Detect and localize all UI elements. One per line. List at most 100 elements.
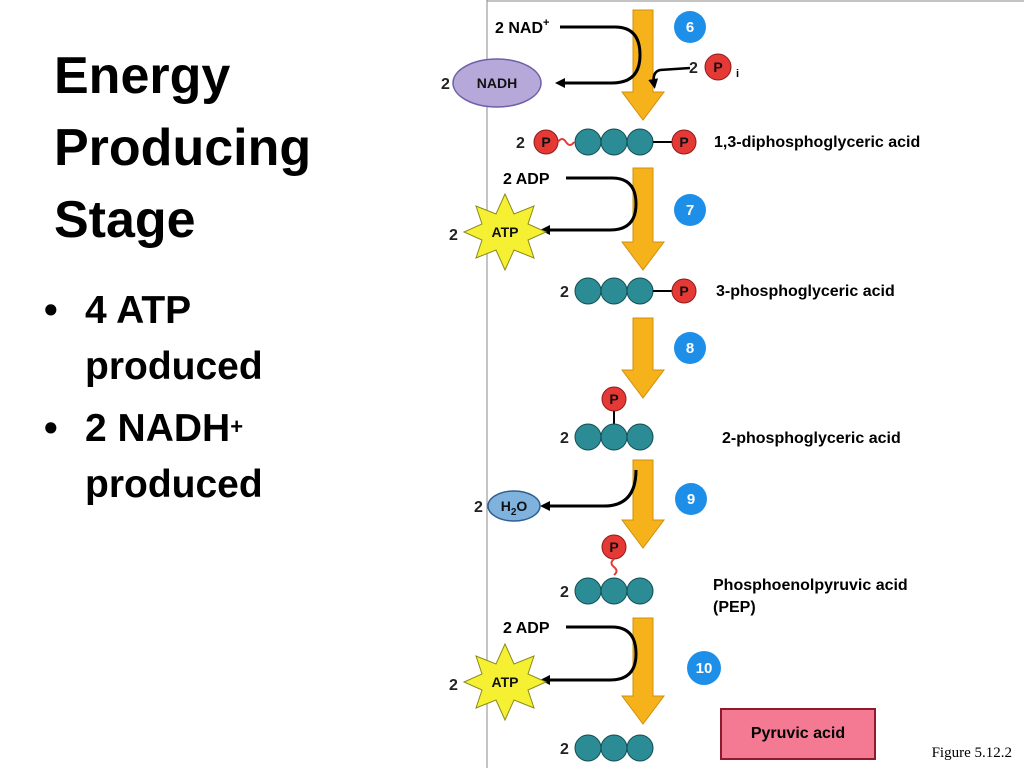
carbon-1 [574, 734, 602, 762]
phosphate-right [671, 129, 697, 155]
phosphate-right [671, 278, 697, 304]
carbon-3 [626, 128, 654, 156]
carbon-2 [600, 423, 628, 451]
carbon-3 [626, 423, 654, 451]
molecule-3-phosphoglyceric: 2 P 3-phosphoglyceric acid [560, 277, 895, 305]
pi-subscript: i [736, 68, 739, 80]
label-2-phosphoglyceric: 2-phosphoglyceric acid [722, 430, 901, 447]
reaction-arrows [621, 9, 665, 725]
step-label-8: 8 [686, 340, 694, 357]
phosphoglyceric2-coeff: 2 [560, 430, 569, 447]
phosphate-bond-wavy [610, 558, 618, 576]
label-3-phosphoglyceric: 3-phosphoglyceric acid [716, 283, 895, 300]
bullet-nadh-sup: + [230, 414, 244, 439]
molecule-diphosphoglyceric: 2 P P 1,3-diphosphoglyceric acid [516, 128, 920, 156]
label-pep-line1: Phosphoenolpyruvic acid [713, 577, 908, 594]
nadh-ellipse [452, 58, 542, 108]
bullet-atp-line2: produced [85, 345, 263, 388]
carbon-2 [600, 277, 628, 305]
label-diphosphoglyceric: 1,3-diphosphoglyceric acid [714, 134, 920, 151]
step-label-10: 10 [696, 660, 713, 677]
reaction-arrow-8 [621, 317, 665, 399]
step-badge-6 [674, 11, 706, 43]
atp-label-7: ATP [492, 224, 519, 240]
carbon-2 [600, 577, 628, 605]
atp-star-10 [462, 642, 548, 722]
phosphoglyceric3-coeff: 2 [560, 284, 569, 301]
phosphate-right-label: P [679, 283, 688, 299]
carbon-1 [574, 423, 602, 451]
atp-star-7 [462, 192, 548, 272]
step10-cofactors: 2 ADP 2 ATP [449, 620, 638, 722]
step9-water: 2 H2O [474, 469, 638, 522]
atp-coeff-7: 2 [449, 227, 458, 244]
adp-to-atp-curve-10 [540, 625, 638, 685]
slide-title: Energy Producing Stage [54, 40, 394, 256]
title-line-2: Producing [54, 119, 312, 177]
step-badges: 6 7 8 9 10 [674, 11, 721, 685]
diphosphoglyceric-coeff: 2 [516, 135, 525, 152]
reaction-arrow-10 [621, 617, 665, 725]
step-badge-7 [674, 194, 706, 226]
nad-to-nadh-curve [555, 25, 642, 88]
molecule-pyruvic: 2 Pyruvic acid [560, 708, 876, 762]
reaction-arrow-9 [621, 459, 665, 549]
carbon-1 [574, 277, 602, 305]
pep-coeff: 2 [560, 584, 569, 601]
molecule-2-phosphoglyceric: P 2 2-phosphoglyceric acid [560, 386, 901, 451]
pyruvic-box [720, 708, 876, 760]
phosphate-bond-wavy [557, 138, 575, 146]
label-pyruvic: Pyruvic acid [751, 725, 845, 742]
bullet-nadh: 2 NADH+ produced [40, 401, 263, 513]
bullet-list: 4 ATP produced 2 NADH+ produced [40, 283, 263, 519]
nadh-coeff: 2 [441, 76, 450, 93]
reaction-arrow-6 [621, 9, 665, 121]
atp-label-10: ATP [492, 674, 519, 690]
title-line-3: Stage [54, 191, 196, 249]
adp-label-10: 2 ADP [503, 620, 550, 637]
phosphate-right-label: P [679, 134, 688, 150]
carbon-2 [600, 734, 628, 762]
water-coeff: 2 [474, 499, 483, 516]
carbon-1 [574, 128, 602, 156]
step7-cofactors: 2 ADP 2 ATP [449, 171, 638, 272]
adp-to-atp-curve-7 [540, 176, 638, 235]
bullet-nadh-line2: produced [85, 463, 263, 506]
step-label-6: 6 [686, 19, 694, 36]
bullet-nadh-line1: 2 NADH+ [85, 407, 244, 450]
water-release-arrow [540, 469, 638, 511]
pi-coeff: 2 [689, 60, 698, 77]
carbon-1 [574, 577, 602, 605]
carbon-3 [626, 734, 654, 762]
step-badge-8 [674, 332, 706, 364]
title-line-1: Energy [54, 47, 231, 105]
carbon-3 [626, 577, 654, 605]
label-pep-line2: (PEP) [713, 599, 756, 616]
step-badge-10 [687, 651, 721, 685]
bullet-atp-line1: 4 ATP [85, 289, 192, 332]
carbon-2 [600, 128, 628, 156]
step-label-7: 7 [686, 202, 694, 219]
figure-caption: Figure 5.12.2 [931, 745, 1012, 761]
pi-p: P [713, 59, 722, 75]
adp-label-7: 2 ADP [503, 171, 550, 188]
atp-coeff-10: 2 [449, 677, 458, 694]
phosphate-top-label: P [609, 391, 618, 407]
water-ellipse [487, 490, 541, 522]
pi-input-arrow [648, 66, 691, 89]
phosphate-top-label: P [609, 539, 618, 555]
bullet-atp: 4 ATP produced [40, 283, 263, 395]
nadh-label: NADH [477, 75, 517, 91]
phosphate-left-label: P [541, 134, 550, 150]
step-badge-9 [675, 483, 707, 515]
nad-label: 2 NAD+ [495, 17, 549, 37]
step6-cofactors: 2 NAD+ 2 NADH 2 P i [441, 17, 739, 108]
water-label: H2O [501, 498, 528, 518]
step-label-9: 9 [687, 491, 695, 508]
pi-phosphate [704, 53, 732, 81]
molecule-pep: P 2 Phosphoenolpyruvic acid (PEP) [560, 534, 908, 616]
reaction-arrow-7 [621, 167, 665, 271]
pyruvic-coeff: 2 [560, 741, 569, 758]
carbon-3 [626, 277, 654, 305]
